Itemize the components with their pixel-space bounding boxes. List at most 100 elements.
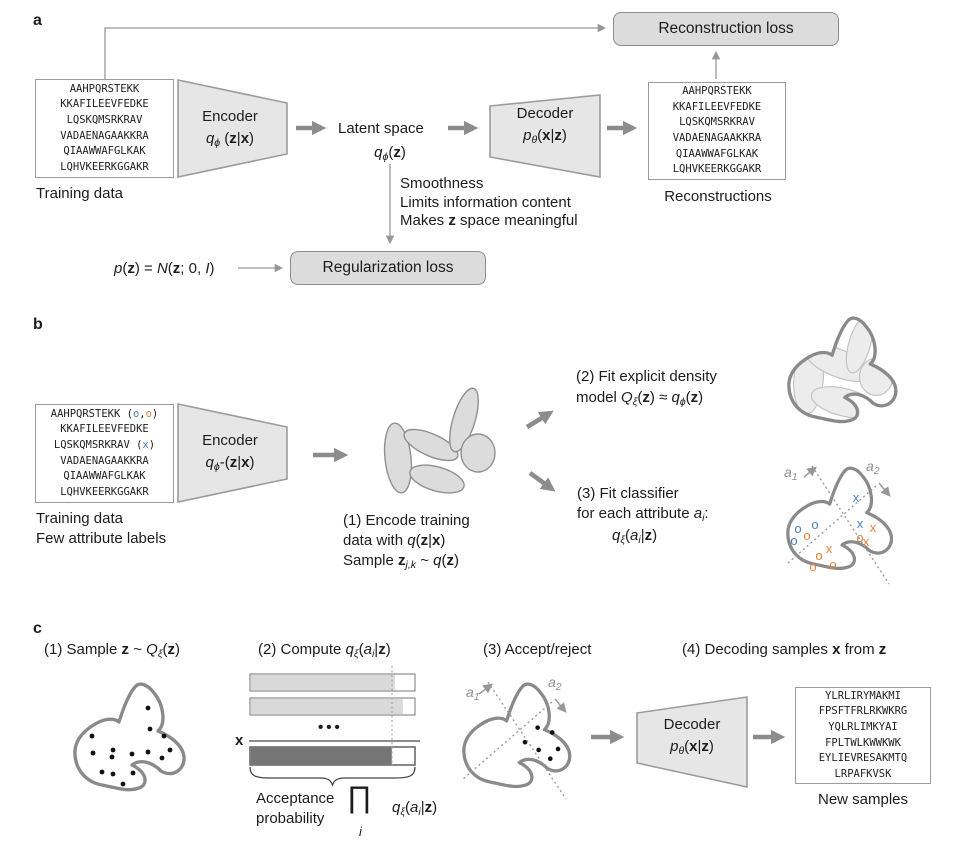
sample-dots [89,705,173,787]
density-ellipse [858,357,894,397]
math-atom: - [219,454,225,471]
math-atom: | [697,738,702,755]
math-atom: ) [652,527,658,544]
math-atom: x [832,641,841,658]
math-atom: z [642,389,650,406]
math-atom: i [418,806,421,818]
step1-text: (1) Encode training data with q(z|x) Sam… [343,511,470,571]
axis-arrow-a2 [878,482,891,497]
math-atom: z [878,641,887,658]
math-atom: z [424,799,433,816]
math-atom: a [866,458,874,474]
cluster-ellipse [383,422,413,494]
regularization-notes: Smoothness Limits information content Ma… [400,175,578,231]
marker-o-orange: o [856,530,863,545]
sequence-line: QIAAWWAFGLKAK [675,147,759,160]
math-atom: ( [224,454,230,471]
math-atom: ( [637,389,643,406]
sequence-line: LQSKQMSRKRAV [679,116,755,129]
math-atom: i [702,512,705,524]
math-atom: z [701,738,709,755]
sequence-line: AAHPQRSTEKK [682,85,752,98]
training-data-box-a: AAHPQRSTEKK KKAFILEEVFEDKE LQSKQMSRKRAV … [35,79,174,178]
text-part: (4) Decoding samples [682,641,833,658]
math-atom: ~ [416,552,434,569]
prob-bar-fill [250,698,403,715]
classifier-blob [786,466,894,571]
marker-o-orange: o [803,528,810,543]
math-atom: ξ [157,648,163,660]
text-part: data with [343,532,408,549]
math-atom: z [690,389,699,406]
math-atom: z [167,641,176,658]
accept-reject-blob [462,682,572,789]
density-ellipse [804,344,872,383]
math-atom: z [448,212,456,229]
math-atom: ( [684,738,690,755]
math-atom: q [205,130,215,147]
math-atom: ) [249,454,255,471]
math-atom: ϕ [214,137,221,149]
math-atom: z [554,127,562,144]
panel-b-label: b [33,316,43,333]
attr-marker-x-blue: x [142,438,149,451]
step1-line1: (1) Encode training [343,512,470,529]
boundary-a1-c [487,681,567,800]
math-atom: θ [531,134,538,146]
sequence-line: FPLTWLKWWKWK [825,736,901,749]
sequence-line: LQHVKEERKGGAKR [60,160,149,173]
text-part: ) [151,407,159,420]
math-atom: ( [167,260,173,277]
sequence-line: YQLRLIMKYAI [828,720,898,733]
text-part: (1) Sample [44,641,122,658]
c-step3-title: (3) Accept/reject [483,641,592,658]
math-atom: | [420,799,425,816]
math-atom: | [428,532,432,549]
math-atom: ~ [129,641,147,658]
axis-arrow-a2-c [554,698,567,713]
sequence-line: FPSFTFRLRKWKRG [818,705,908,718]
decoder-formula-a: pθ(x|z) [495,125,595,147]
math-atom: ( [537,127,543,144]
math-atom: | [374,641,379,658]
math-atom: ( [162,641,168,658]
math-atom: ) [698,389,704,406]
acceptance-line1: Acceptance [256,790,335,807]
marker-o-blue: o [794,521,801,536]
math-atom: ) [249,130,255,147]
math-atom: a [784,464,792,480]
encoder-title: Encoder [202,108,258,125]
reconstruction-loss-box: Reconstruction loss [613,12,839,46]
math-atom: ϕ [382,151,389,163]
math-atom: a [410,799,419,816]
acceptance-formula: qξ(ai|z) [392,798,437,817]
decoder-title: Decoder [663,716,721,733]
math-atom: ( [224,130,230,147]
reconstructions-box: AAHPQRSTEKK KKAFILEEVFEDKE LQSKQMSRKRAV … [648,82,786,180]
c-step1-title: (1) Sample z ~ Qξ(z) [44,640,180,659]
text-part: (2) Compute [258,641,346,658]
text-part: Sample [343,552,399,569]
math-atom: | [550,127,555,144]
line-trainingdata-to-reconloss [104,23,607,79]
text-part: AAHPQRSTEKK ( [50,407,133,420]
panel-a-label: a [33,12,42,29]
math-atom: ( [625,527,631,544]
product-index: i [359,824,362,839]
decoder-label-c: Decoder pθ(x|z) [642,714,742,758]
text-part: from [840,641,879,658]
cluster-ellipse [460,433,496,473]
sequence-line: LQSKQMSRKRAV [66,113,143,126]
math-atom: 2 [873,465,880,477]
math-atom: 1 [473,691,480,703]
math-atom: x [689,738,698,755]
math-atom: ≈ [654,389,672,406]
density-model-blob [787,316,898,424]
marker-o-blue: o [811,517,818,532]
c-step2-title: (2) Compute qξ(ai|z) [258,640,391,659]
sequence-line-labeled: LQSKQMSRKRAV (x) [36,438,173,454]
text-part: space meaningful [455,212,578,229]
math-atom: ( [415,532,421,549]
math-atom: ( [405,799,411,816]
math-atom: ) [385,641,391,658]
